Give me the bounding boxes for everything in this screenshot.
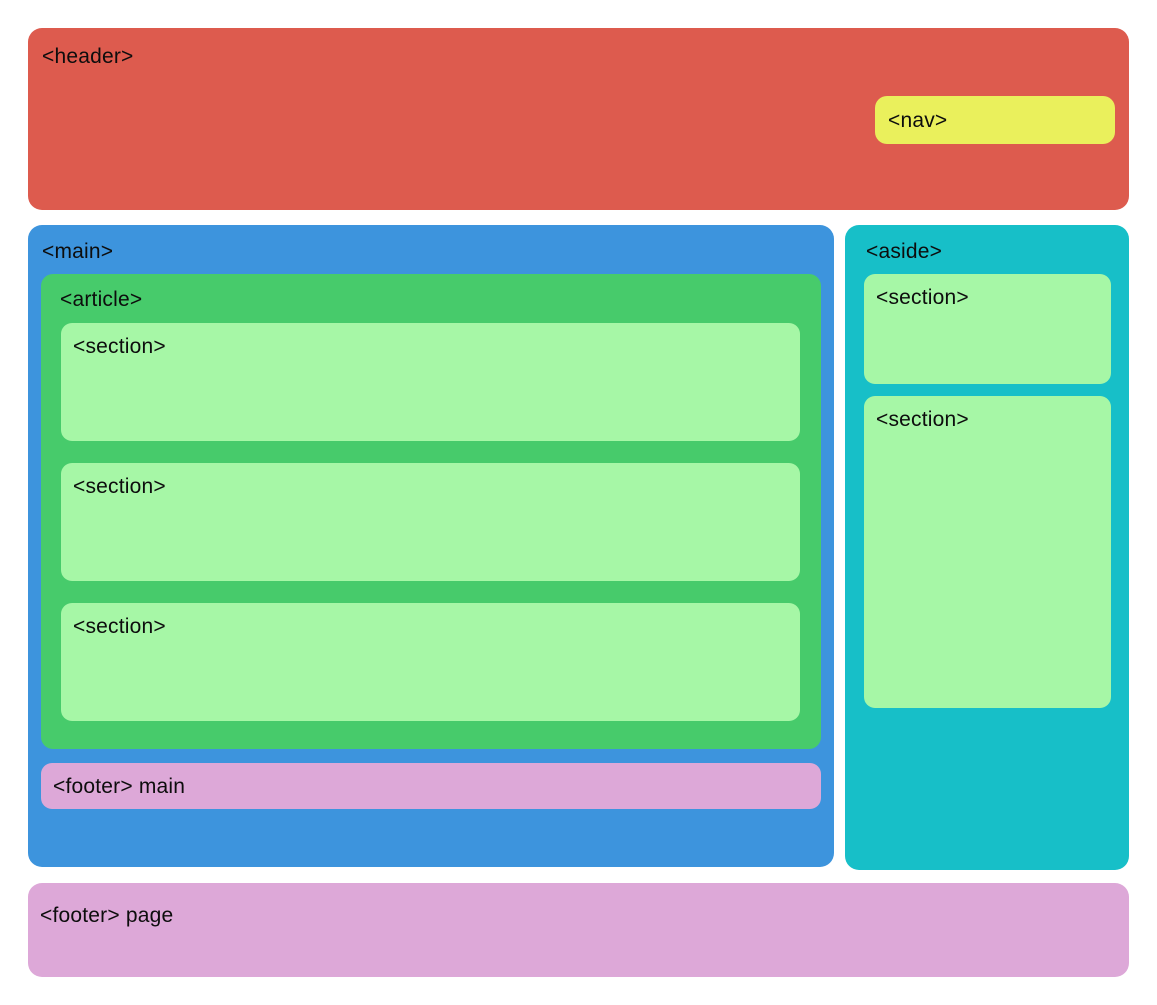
aside-section-2: <section> [864, 396, 1111, 708]
main-block: <main> <article> <section> <section> <se… [28, 225, 834, 867]
aside-section-1: <section> [864, 274, 1111, 384]
header-block: <header> <nav> [28, 28, 1129, 210]
article-section-2: <section> [61, 463, 800, 581]
main-label: <main> [42, 240, 114, 263]
article-label: <article> [60, 288, 143, 311]
article-section-1: <section> [61, 323, 800, 441]
aside-section-2-label: <section> [876, 408, 969, 431]
article-section-3-label: <section> [73, 615, 166, 638]
header-label: <header> [42, 45, 134, 68]
article-section-2-label: <section> [73, 475, 166, 498]
main-footer-label: <footer> main [53, 774, 186, 798]
article-block: <article> <section> <section> <section> [41, 274, 821, 749]
article-section-3: <section> [61, 603, 800, 721]
aside-section-1-label: <section> [876, 286, 969, 309]
article-section-1-label: <section> [73, 335, 166, 358]
page-footer-label: <footer> page [40, 904, 174, 927]
aside-block: <aside> <section> <section> [845, 225, 1129, 870]
page-footer-block: <footer> page [28, 883, 1129, 977]
main-footer-block: <footer> main [41, 763, 821, 809]
column-gap [834, 225, 845, 870]
aside-label: <aside> [866, 240, 943, 263]
nav-block[interactable]: <nav> [875, 96, 1115, 144]
nav-label: <nav> [888, 108, 948, 132]
content-row: <main> <article> <section> <section> <se… [28, 225, 1129, 870]
